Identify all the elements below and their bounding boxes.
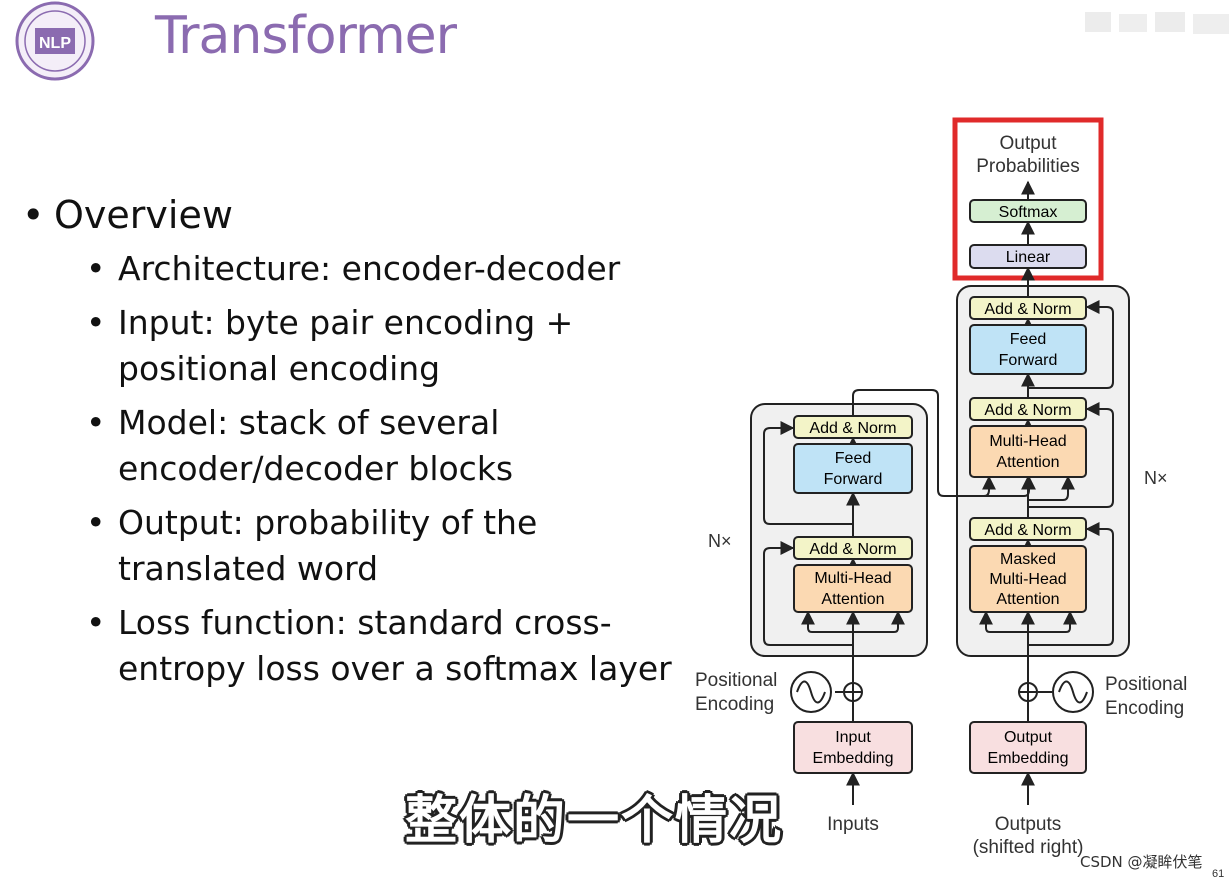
- linear-layer: Linear: [969, 244, 1087, 269]
- bullet-heading: Overview: [22, 190, 702, 240]
- svg-text:Multi-Head: Multi-Head: [814, 570, 891, 587]
- svg-text:Add & Norm: Add & Norm: [809, 541, 896, 558]
- inputs-label: Inputs: [827, 814, 879, 835]
- encoder-nx-label: N×: [708, 531, 732, 551]
- csdn-watermark: CSDN @凝眸伏笔: [1080, 853, 1203, 871]
- svg-text:Attention: Attention: [996, 454, 1059, 471]
- outputs-label-line2: (shifted right): [973, 837, 1084, 858]
- encoder-positional-wave-icon: [790, 671, 832, 713]
- bullet-model: Model: stack of several encoder/decoder …: [86, 400, 558, 492]
- decoder-positional-add: [1018, 682, 1038, 702]
- svg-text:Feed: Feed: [835, 450, 871, 467]
- svg-text:Attention: Attention: [821, 591, 884, 608]
- svg-text:Embedding: Embedding: [988, 750, 1069, 767]
- svg-text:Multi-Head: Multi-Head: [989, 433, 1066, 450]
- output-embedding: Output Embedding: [969, 721, 1087, 774]
- svg-text:Feed: Feed: [1010, 331, 1046, 348]
- svg-text:Add & Norm: Add & Norm: [984, 301, 1071, 318]
- svg-text:Multi-Head: Multi-Head: [989, 571, 1066, 588]
- outputs-label-line1: Outputs: [995, 814, 1062, 835]
- bullet-input: Input: byte pair encoding + positional e…: [86, 300, 588, 392]
- decoder-masked-multi-head-attention: Masked Multi-Head Attention: [969, 545, 1087, 613]
- encoder-add-norm-bottom: Add & Norm: [793, 536, 913, 560]
- video-subtitle: 整体的一个情况: [405, 791, 784, 851]
- encoder-positional-add: [843, 682, 863, 702]
- svg-text:Embedding: Embedding: [813, 750, 894, 767]
- encoder-stack: [750, 403, 928, 657]
- svg-text:Masked: Masked: [1000, 551, 1056, 568]
- svg-text:Output: Output: [1004, 729, 1053, 746]
- svg-text:Linear: Linear: [1006, 249, 1051, 266]
- encoder-positional-label-line2: Encoding: [695, 694, 774, 715]
- svg-text:Softmax: Softmax: [999, 204, 1058, 221]
- output-probabilities-label-line1: Output: [999, 133, 1057, 154]
- svg-text:Attention: Attention: [996, 591, 1059, 608]
- encoder-multi-head-attention: Multi-Head Attention: [793, 564, 913, 613]
- bullet-loss: Loss function: standard cross-entropy lo…: [86, 600, 708, 692]
- decoder-add-norm-bottom: Add & Norm: [969, 517, 1087, 541]
- decoder-feed-forward: Feed Forward: [969, 324, 1087, 375]
- decoder-positional-label-line1: Positional: [1105, 674, 1187, 695]
- decoder-positional-wave-icon: [1052, 671, 1094, 713]
- decoder-nx-label: N×: [1144, 468, 1168, 488]
- input-embedding: Input Embedding: [793, 721, 913, 774]
- transformer-diagram: Add & Norm Feed Forward Add & Norm Multi…: [695, 117, 1187, 858]
- slide-title: Transformer: [155, 6, 457, 66]
- decoder-add-norm-middle: Add & Norm: [969, 397, 1087, 421]
- svg-text:Input: Input: [835, 729, 871, 746]
- decoder-multi-head-attention: Multi-Head Attention: [969, 425, 1087, 478]
- logo-text: NLP: [39, 35, 71, 52]
- page-number: 61: [1212, 868, 1225, 880]
- decoder-add-norm-top: Add & Norm: [969, 296, 1087, 320]
- svg-text:Add & Norm: Add & Norm: [984, 402, 1071, 419]
- sub-bullet-list: Architecture: encoder-decoder Input: byt…: [86, 246, 702, 692]
- svg-text:Forward: Forward: [824, 471, 883, 488]
- svg-text:Forward: Forward: [999, 352, 1058, 369]
- output-probabilities-label-line2: Probabilities: [976, 156, 1080, 177]
- bullet-architecture: Architecture: encoder-decoder: [86, 246, 702, 292]
- university-logo: NLP: [15, 1, 95, 81]
- softmax-layer: Softmax: [969, 199, 1087, 223]
- encoder-feed-forward: Feed Forward: [793, 443, 913, 494]
- svg-text:Add & Norm: Add & Norm: [984, 522, 1071, 539]
- encoder-add-norm-top: Add & Norm: [793, 415, 913, 439]
- bullet-output: Output: probability of the translated wo…: [86, 500, 578, 592]
- svg-text:Add & Norm: Add & Norm: [809, 420, 896, 437]
- encoder-positional-label-line1: Positional: [695, 670, 777, 691]
- bullet-list: Overview Architecture: encoder-decoder I…: [22, 190, 702, 700]
- top-right-video-overlay: [1085, 12, 1229, 34]
- decoder-positional-label-line2: Encoding: [1105, 698, 1184, 719]
